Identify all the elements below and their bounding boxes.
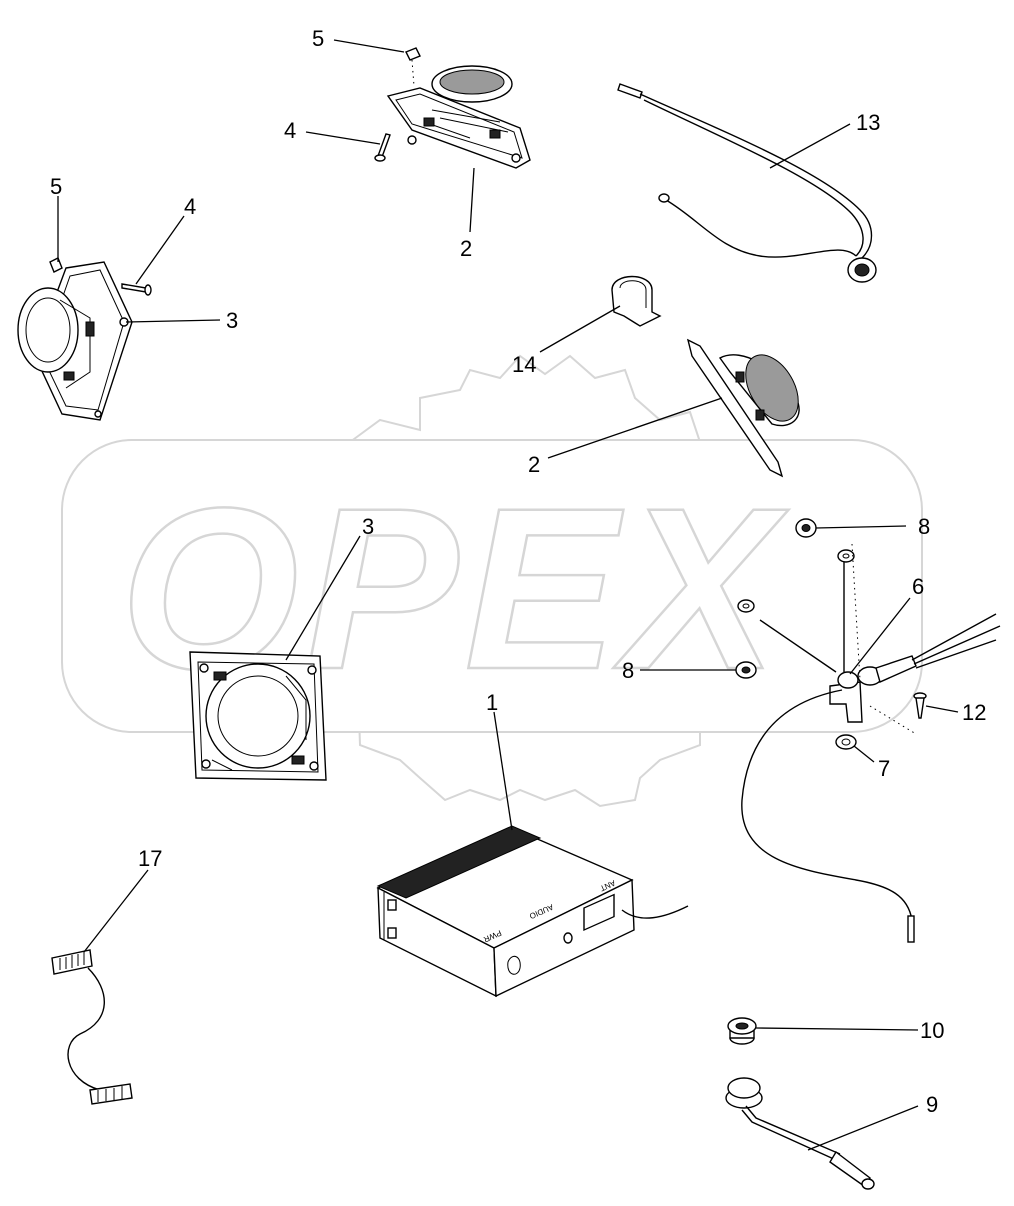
callout-10: 10 xyxy=(920,1018,944,1043)
part-7-star-washer xyxy=(835,734,857,750)
part-8-lower-nut xyxy=(735,661,757,679)
callout-3-left: 3 xyxy=(226,308,238,333)
watermark: OPEX xyxy=(61,354,923,808)
leader-3-left xyxy=(125,319,221,323)
callout-5-left: 5 xyxy=(50,174,62,199)
leader-3-center xyxy=(285,535,361,661)
part-4-top-screw xyxy=(374,133,391,162)
callout-17: 17 xyxy=(138,846,162,871)
callout-6: 6 xyxy=(912,574,924,599)
leader-8-upper xyxy=(815,525,907,529)
leader-4-left xyxy=(135,215,185,285)
callout-9: 9 xyxy=(926,1092,938,1117)
part-6-ground-bracket-harness xyxy=(737,543,1001,943)
leader-10 xyxy=(755,1027,919,1031)
part-8-upper-nut xyxy=(795,518,817,538)
callouts: 5 4 2 13 5 4 3 14 2 3 8 6 8 12 7 1 17 10… xyxy=(50,26,986,1117)
leader-1 xyxy=(493,711,513,831)
callout-2-top: 2 xyxy=(460,236,472,261)
leader-lines xyxy=(57,39,959,1151)
callout-8-lower: 8 xyxy=(622,658,634,683)
callout-2-mid: 2 xyxy=(528,452,540,477)
leader-14 xyxy=(539,305,621,353)
callout-8-upper: 8 xyxy=(918,514,930,539)
leader-7 xyxy=(853,745,875,763)
leader-13 xyxy=(769,123,851,169)
callout-5-top: 5 xyxy=(312,26,324,51)
callout-14: 14 xyxy=(512,352,536,377)
leader-2-top xyxy=(469,167,475,233)
part-2-top-oval-speaker xyxy=(386,65,531,169)
part-4-left-screw xyxy=(121,283,152,296)
part-13-antenna-lead xyxy=(617,83,877,283)
leader-4-top xyxy=(305,131,381,145)
leader-17 xyxy=(83,869,149,953)
part-9-cable-grommet xyxy=(725,1077,875,1190)
callout-1: 1 xyxy=(486,690,498,715)
callout-3-center: 3 xyxy=(362,514,374,539)
leader-12 xyxy=(925,705,959,713)
part-10-grommet xyxy=(727,1017,757,1045)
callout-13: 13 xyxy=(856,110,880,135)
part-3-center-square-speaker xyxy=(189,651,327,781)
part-5-top-clip-nut xyxy=(405,47,421,87)
leader-6 xyxy=(849,597,911,675)
callout-12: 12 xyxy=(962,700,986,725)
callout-4-top: 4 xyxy=(284,118,296,143)
part-14-clip xyxy=(611,275,662,327)
part-12-screw xyxy=(913,692,927,719)
part-5-left-clip-nut xyxy=(49,257,63,273)
part-1-radio-unit: PWR AUDIO ANT xyxy=(376,825,689,998)
callout-4-left: 4 xyxy=(184,194,196,219)
part-2-middle-oval-speaker xyxy=(686,338,800,478)
part-17-wiring-harness xyxy=(51,949,133,1105)
part-3-left-square-speaker xyxy=(17,261,133,421)
leader-2-mid xyxy=(547,397,723,459)
callout-7: 7 xyxy=(878,756,890,781)
leader-9 xyxy=(807,1105,919,1151)
leader-5-top xyxy=(333,39,405,53)
